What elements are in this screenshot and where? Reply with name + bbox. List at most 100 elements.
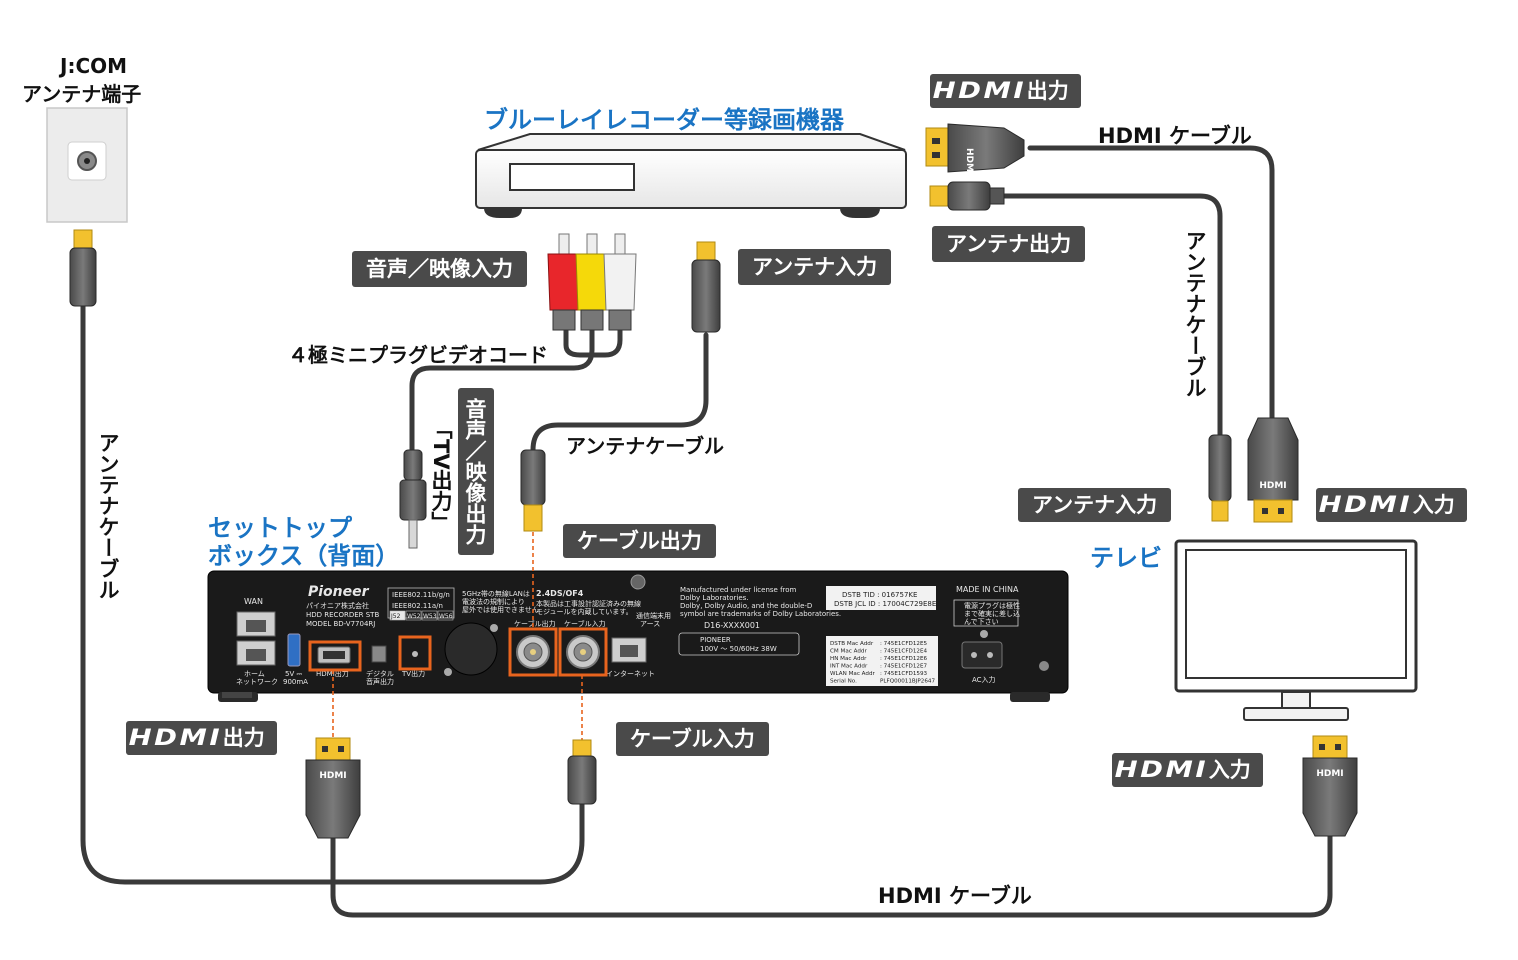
stb-lan-note-line3: 屋外では使用できません: [462, 605, 539, 614]
hdmi-input-bottom-label: HDMI入力: [1112, 753, 1263, 787]
stb-mac-value: : 745E1CFD12E5: [880, 641, 928, 647]
stb-model-line2: MODEL BD-V7704RJ: [306, 620, 375, 628]
hdmi-plug-logo: HDMI: [319, 771, 346, 781]
stb-w-label: W56: [439, 613, 453, 620]
tv-title: テレビ: [1090, 544, 1162, 572]
hdmi-logo: HDMI: [1318, 493, 1413, 518]
usb-port: [287, 633, 301, 667]
hdmi-plug-logo: HDMI: [964, 148, 974, 175]
stb-mac-key: INT Mac Addr: [830, 664, 868, 670]
stb-cable-in-label: ケーブル入力: [564, 619, 606, 628]
antenna-output-label: アンテナ出力: [932, 226, 1086, 262]
stb-home-network-line2: ネットワーク: [236, 678, 278, 686]
recorder-title: ブルーレイレコーダー等録画機器: [484, 106, 844, 134]
stb-mac-value: : 745E1CFD12E6: [880, 656, 928, 662]
stb-wan-label: WAN: [244, 597, 263, 606]
stb-mac-key: Serial No.: [830, 679, 857, 685]
stb-cert-code: D16-XXXX001: [704, 621, 760, 630]
stb-cert-note-line1: 本製品は工事設計認証済みの無線: [536, 599, 641, 608]
stb-cert-note-line2: モジュールを内蔵しています。: [536, 607, 633, 616]
cable-input-label: ケーブル入力: [616, 722, 769, 756]
highlight-tv-out: [398, 635, 432, 671]
stb-lan-note-line2: 電波法の規制により: [462, 597, 525, 606]
stb-power-rating: 100V ～ 50/60Hz 38W: [700, 645, 777, 653]
antenna-plug-stb-out: [520, 449, 546, 532]
recorder-device: [475, 133, 907, 218]
stb-mac-value: PLFQ00011BJP2647: [880, 679, 935, 685]
stb-brand: Pioneer: [308, 584, 370, 600]
antenna-plug-tv: [1208, 434, 1232, 522]
stb-mac-key: DSTB Mac Addr: [830, 641, 874, 647]
hdmi-plug-recorder: HDMI: [925, 123, 1025, 175]
mini-plug-cord: [409, 327, 595, 453]
stb-company: パイオニア株式会社: [306, 601, 369, 610]
ac-inlet: [961, 641, 1003, 669]
tv-output-vertical-label: 「TV出力」: [429, 418, 453, 533]
rca-plug-white: [603, 233, 637, 331]
stb-plug-note-line2: まで確実に差し込: [964, 609, 1020, 618]
stb-pioneer-small: PIONEER: [700, 636, 731, 644]
antenna-plug-recorder-in: [691, 241, 721, 333]
f-connector-cable-in: [566, 635, 600, 669]
hdmi-output-stb-suffix: 出力: [222, 726, 265, 750]
hdmi-cable-top-label: HDMI ケーブル: [1098, 124, 1252, 148]
antenna-input-tv-label: アンテナ入力: [1018, 488, 1172, 522]
stb-ac-in-label: AC入力: [972, 675, 996, 684]
stb-dolby-line4: symbol are trademarks of Dolby Laborator…: [680, 610, 841, 618]
guide-lines: [332, 532, 583, 740]
television: [1174, 539, 1418, 721]
stb-ground-line2: アース: [640, 620, 660, 628]
hdmi-input-suffix: 入力: [1412, 493, 1455, 517]
optical-port: [371, 645, 387, 663]
highlight-cable-in: [558, 627, 608, 677]
stb-ieee-line2: IEEE802.11a/n: [392, 602, 443, 610]
antenna-cable-middle: [530, 332, 709, 453]
stb-digital-audio-line1: デジタル: [366, 669, 394, 678]
stb-mac-value: : 745E1CFD1593: [880, 671, 928, 677]
stb-ieee-line1: IEEE802.11b/g/n: [392, 591, 450, 599]
hdmi-logo: HDMI: [128, 726, 223, 751]
f-connector-cable-out: [516, 635, 550, 669]
highlight-hdmi-out: [308, 640, 362, 672]
stb-made-in: MADE IN CHINA: [956, 585, 1019, 594]
hdmi-plug-stb: HDMI: [305, 737, 361, 839]
hdmi-cable-bottom-label: HDMI ケーブル: [878, 884, 1032, 908]
cables: [80, 145, 1333, 918]
stb-cable-out-label: ケーブル出力: [514, 619, 556, 628]
mini-plug: [399, 449, 427, 549]
stb-mac-key: HN Mac Addr: [830, 656, 867, 662]
stb-lan-note-line1: 5GHz帯の無線LANは: [462, 589, 530, 598]
highlight-cable-out: [508, 627, 558, 677]
jcom-label-line2: アンテナ端子: [22, 82, 142, 106]
stb-plug-note-line3: んで下さい: [964, 618, 999, 626]
antenna-cable-left-label: アンテナケーブル: [96, 432, 120, 600]
hdmi-input-tv-label: HDMI入力: [1316, 488, 1467, 522]
mini-plug-cord-label: ４極ミニプラグビデオコード: [288, 343, 548, 367]
stb-internet-label: インターネット: [606, 669, 655, 678]
hdmi-plug-logo: HDMI: [1316, 769, 1343, 779]
stb-id-label: [826, 586, 936, 610]
stb-usb-power-line1: 5V ⎓: [285, 670, 302, 678]
stb-mac-value: : 745E1CFD12E4: [880, 649, 928, 655]
stb-mac-key: CM Mac Addr: [830, 649, 867, 655]
hdmi-cable-bottom: [330, 832, 1333, 918]
hdmi-plug-tv-bottom: HDMI: [1302, 735, 1358, 837]
stb-tv-out-label: TV出力: [401, 669, 425, 678]
stb-dolby-line2: Dolby Laboratories.: [680, 594, 749, 602]
hdmi-logo: HDMI: [932, 79, 1027, 104]
rca-plug-red: [547, 233, 581, 331]
stb-mac-rows: DSTB Mac Addr : 745E1CFD12E5 CM Mac Addr : …: [830, 641, 935, 685]
jcom-label-line1: J:COM: [60, 54, 128, 78]
stb-dolby-line3: Dolby, Dolby Audio, and the double-D: [680, 602, 812, 610]
tv-out-jack: [412, 651, 418, 657]
stb-mac-label: [826, 636, 938, 686]
stb-digital-audio-line2: 音声出力: [366, 677, 394, 686]
stb-model-line1: HDD RECORDER STB: [306, 611, 379, 619]
stb-usb-power-line2: 900mA: [283, 678, 308, 686]
stb-home-network-line1: ホーム: [244, 670, 265, 678]
stb-back-panel: Pioneer パイオニア株式会社 HDD RECORDER STB MODEL…: [207, 570, 1069, 702]
av-output-vertical-label: 音声／映像出力: [458, 388, 494, 555]
rca-plug-yellow: [575, 233, 609, 331]
